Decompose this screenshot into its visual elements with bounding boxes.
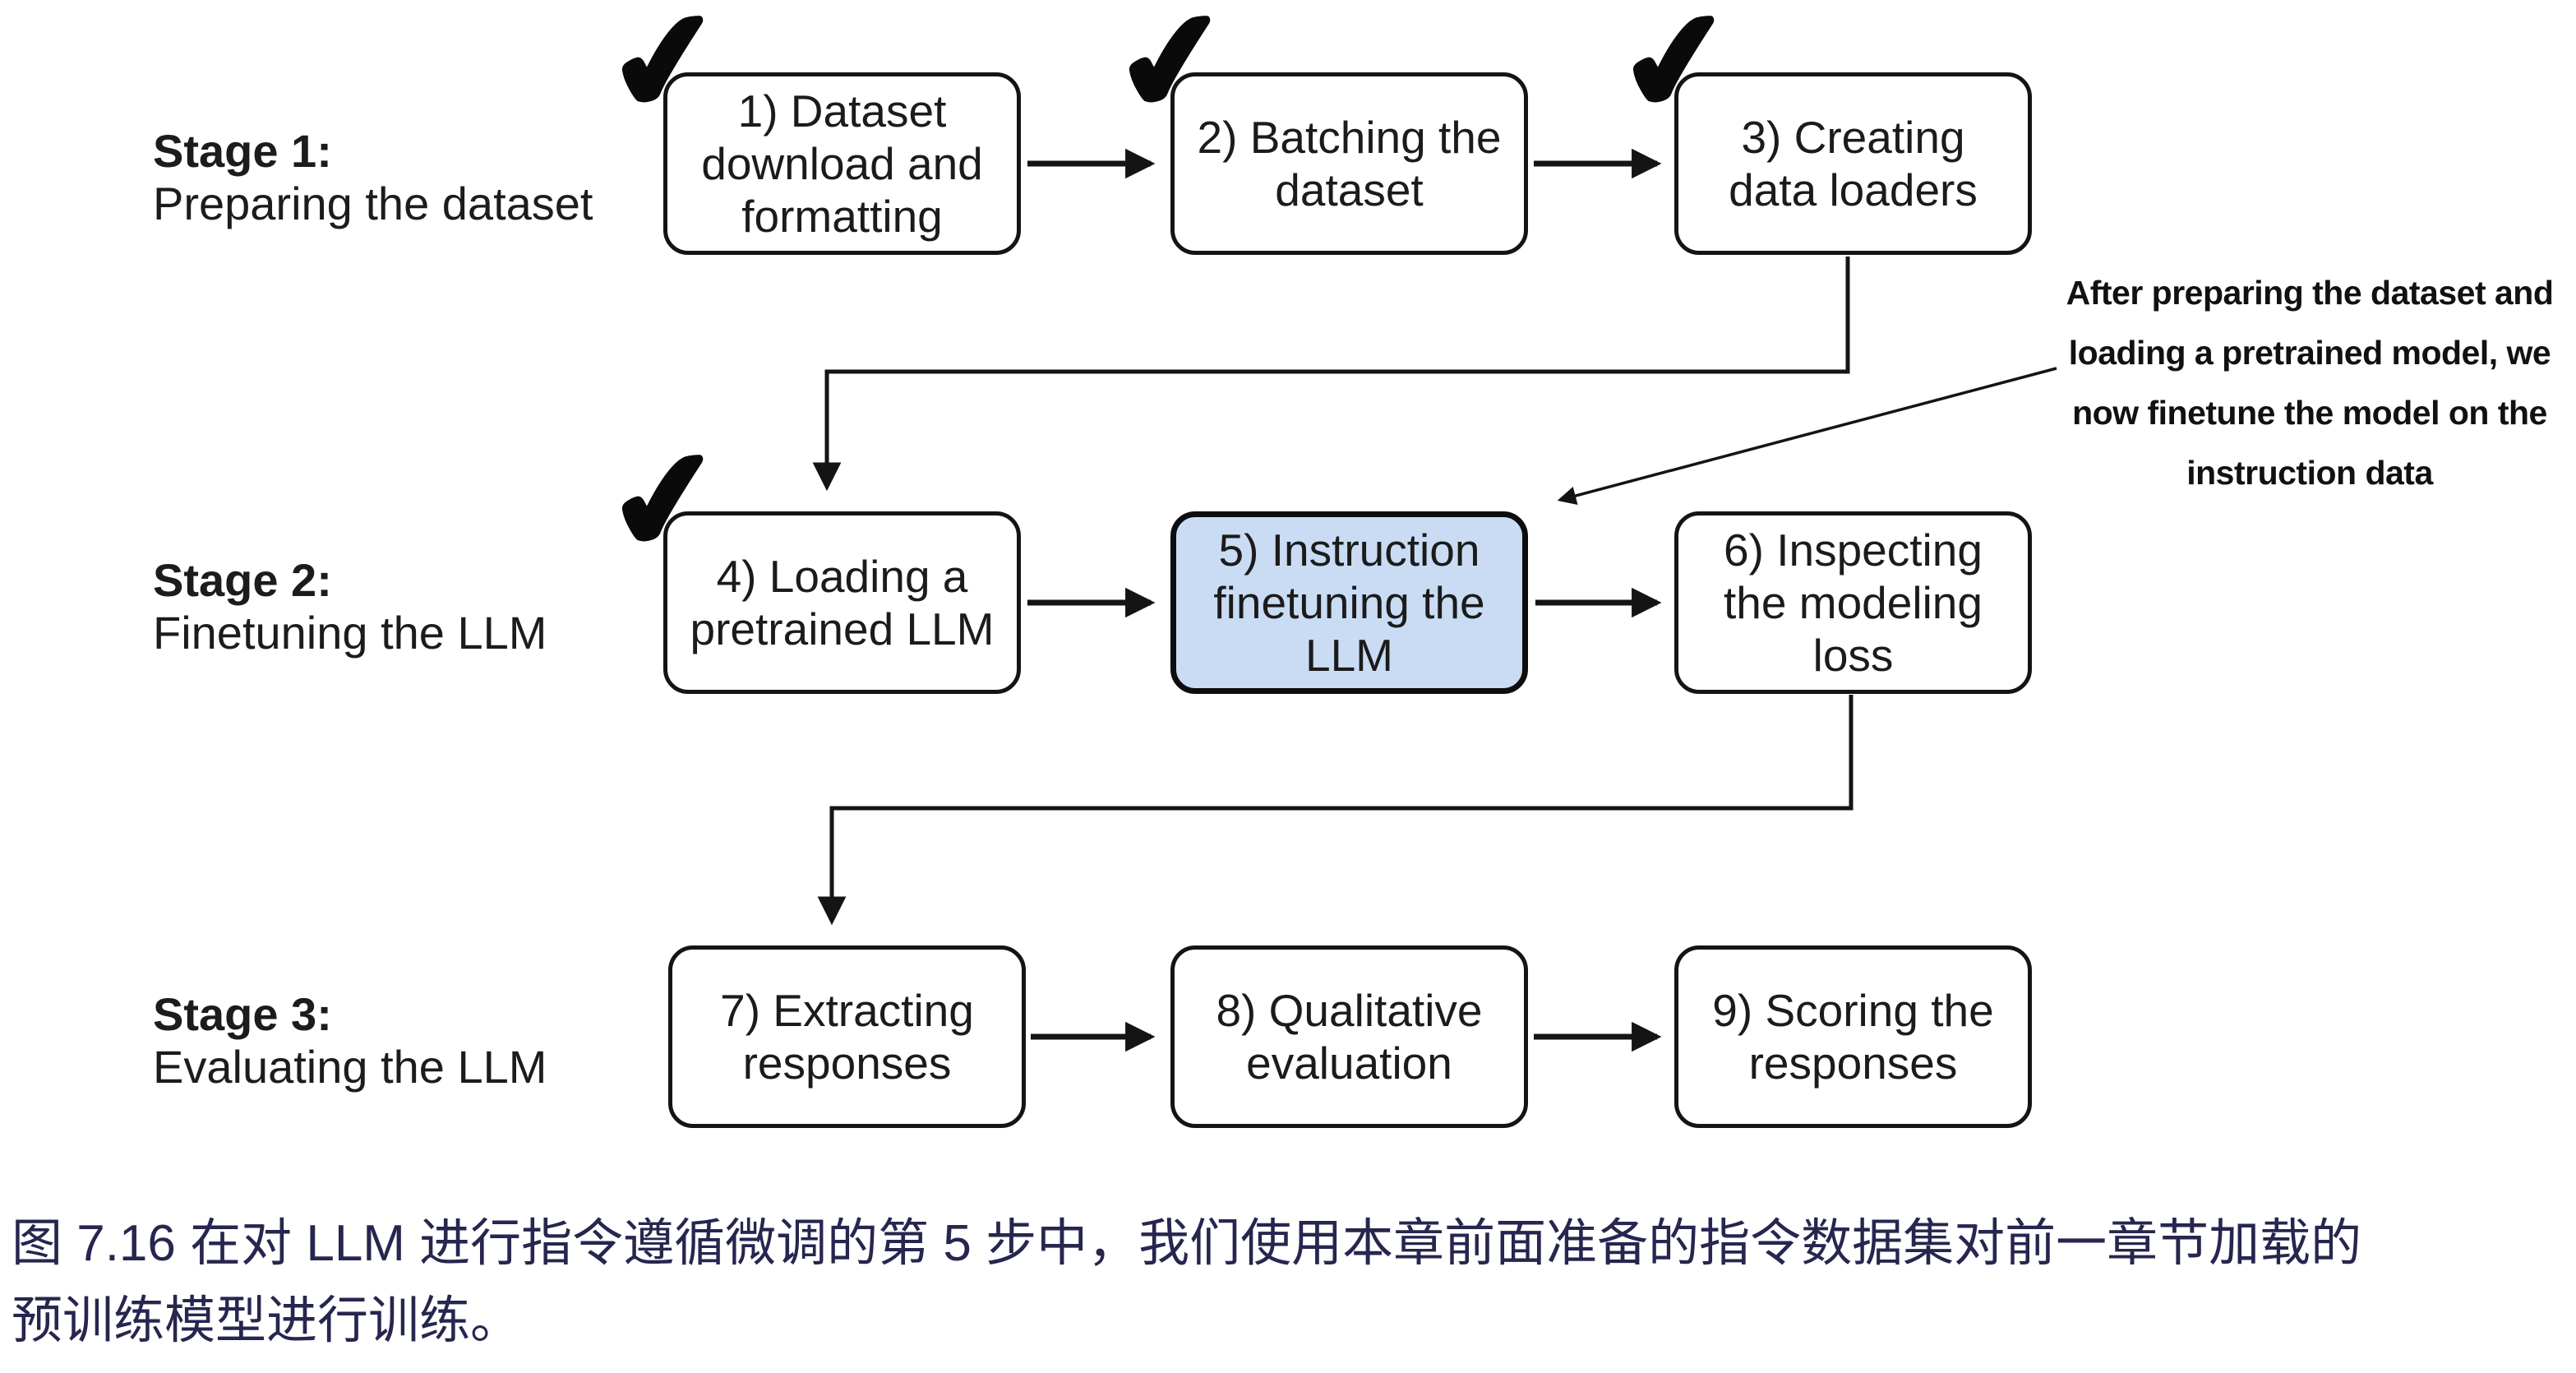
step-box-9: 9) Scoring the responses <box>1674 945 2032 1128</box>
step-box-6-label: 6) Inspecting the modeling loss <box>1724 525 1983 681</box>
annotation-note: After preparing the dataset and loading … <box>2066 274 2554 492</box>
figure-caption: 图 7.16 在对 LLM 进行指令遵循微调的第 5 步中，我们使用本章前面准备… <box>12 1215 2362 1349</box>
step-box-1: ✔ 1) Dataset download and formatting <box>595 0 1021 255</box>
stage-2-title: Stage 2: <box>153 554 332 606</box>
step-box-5-label: 5) Instruction finetuning the LLM <box>1213 525 1485 681</box>
stage-3-title: Stage 3: <box>153 988 332 1040</box>
stage-3-subtitle: Evaluating the LLM <box>153 1041 547 1093</box>
stage-3-label: Stage 3: Evaluating the LLM <box>153 988 547 1093</box>
step-box-4: ✔ 4) Loading a pretrained LLM <box>595 412 1021 694</box>
elbow-box6-box7 <box>817 695 1854 926</box>
step-box-4-label: 4) Loading a pretrained LLM <box>690 551 995 654</box>
step-box-7: 7) Extracting responses <box>668 945 1026 1128</box>
step-box-9-label: 9) Scoring the responses <box>1712 985 1994 1089</box>
step-box-3: ✔ 3) Creating data loaders <box>1606 0 2032 255</box>
step-box-8: 8) Qualitative evaluation <box>1170 945 1528 1128</box>
stage-1-subtitle: Preparing the dataset <box>153 178 593 229</box>
stage-2-subtitle: Finetuning the LLM <box>153 607 547 659</box>
step-box-2: ✔ 2) Batching the dataset <box>1102 0 1528 255</box>
annotation-arrow <box>1557 367 2057 506</box>
step-box-3-label: 3) Creating data loaders <box>1729 112 1978 215</box>
check-icon: ✔ <box>1606 0 1746 150</box>
step-box-2-label: 2) Batching the dataset <box>1197 112 1502 215</box>
step-box-7-label: 7) Extracting responses <box>720 985 974 1089</box>
step-box-1-label: 1) Dataset download and formatting <box>701 86 983 242</box>
elbow-box3-box4 <box>812 257 1850 492</box>
step-box-6: 6) Inspecting the modeling loss <box>1674 511 2032 694</box>
step-box-8-label: 8) Qualitative evaluation <box>1216 985 1483 1089</box>
stage-1-label: Stage 1: Preparing the dataset <box>153 125 593 230</box>
stage-1-title: Stage 1: <box>153 125 332 177</box>
stage-2-label: Stage 2: Finetuning the LLM <box>153 554 547 659</box>
step-box-5-highlighted: 5) Instruction finetuning the LLM <box>1170 511 1528 694</box>
